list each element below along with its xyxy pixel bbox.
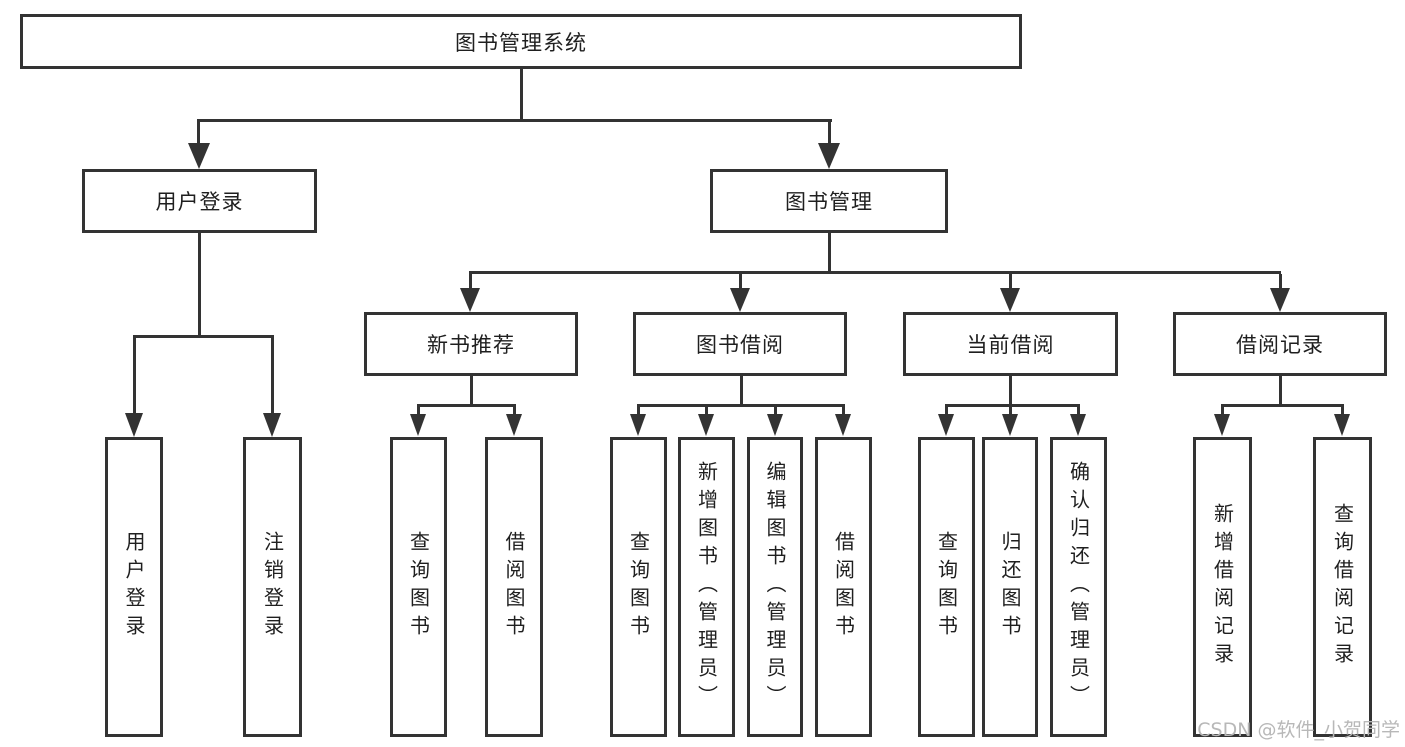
connector-line (828, 122, 831, 146)
node-root-label: 图书管理系统 (455, 30, 587, 55)
leaf-label: 查询图书 (626, 531, 651, 643)
arrow-down-icon (1270, 288, 1290, 312)
leaf-return-books: 归还图书 (982, 437, 1038, 737)
node-user-login: 用户登录 (82, 169, 317, 233)
connector-line (1221, 407, 1224, 416)
leaf-label: 查询借阅记录 (1330, 503, 1355, 671)
arrow-down-icon (460, 288, 480, 312)
arrow-down-icon (1070, 414, 1086, 436)
leaf-label: 注销登录 (260, 531, 285, 643)
leaf-label: 借阅图书 (831, 531, 856, 643)
leaf-label: 确认归还（管理员） (1066, 461, 1091, 713)
connector-line (197, 119, 832, 122)
arrow-down-icon (698, 414, 714, 436)
node-user-login-label: 用户登录 (155, 190, 244, 214)
connector-line (637, 404, 845, 407)
leaf-query-borrow-record: 查询借阅记录 (1313, 437, 1372, 737)
watermark: CSDN @软件_小贺同学 (1197, 719, 1400, 741)
leaf-label: 查询图书 (934, 531, 959, 643)
arrow-down-icon (1000, 288, 1020, 312)
arrow-down-icon (506, 414, 522, 436)
arrow-down-icon (410, 414, 426, 436)
connector-line (417, 407, 420, 416)
leaf-logout: 注销登录 (243, 437, 302, 737)
connector-line (828, 233, 831, 271)
connector-line (1077, 407, 1080, 416)
connector-line (739, 274, 742, 289)
connector-line (945, 404, 1080, 407)
node-new-book-recommendation-label: 新书推荐 (427, 333, 515, 357)
arrow-down-icon (1334, 414, 1350, 436)
leaf-borrow-books-recommend: 借阅图书 (485, 437, 543, 737)
connector-line (469, 274, 472, 289)
leaf-label: 新增图书（管理员） (694, 461, 719, 713)
leaf-label: 新增借阅记录 (1210, 503, 1235, 671)
connector-line (1221, 404, 1344, 407)
connector-line (271, 338, 274, 413)
connector-line (470, 376, 473, 407)
node-book-management-label: 图书管理 (785, 190, 873, 214)
node-current-borrowing: 当前借阅 (903, 312, 1118, 376)
leaf-label: 借阅图书 (502, 531, 526, 643)
leaf-label: 查询图书 (406, 531, 431, 643)
connector-line (198, 233, 201, 338)
arrow-down-icon (767, 414, 783, 436)
connector-line (469, 271, 1281, 274)
connector-line (1279, 376, 1282, 407)
connector-line (945, 407, 948, 416)
connector-line (1009, 376, 1012, 407)
node-book-borrowing-label: 图书借阅 (696, 333, 784, 357)
connector-line (1009, 274, 1012, 289)
leaf-confirm-return-admin: 确认归还（管理员） (1050, 437, 1107, 737)
arrow-down-icon (263, 413, 281, 437)
node-new-book-recommendation: 新书推荐 (364, 312, 578, 376)
leaf-user-login: 用户登录 (105, 437, 163, 737)
connector-line (1009, 407, 1012, 416)
arrow-down-icon (818, 143, 840, 169)
connector-line (417, 404, 516, 407)
leaf-edit-book-admin: 编辑图书（管理员） (747, 437, 803, 737)
connector-line (842, 407, 845, 416)
connector-line (1341, 407, 1344, 416)
leaf-add-borrow-record: 新增借阅记录 (1193, 437, 1252, 737)
arrow-down-icon (730, 288, 750, 312)
node-borrowing-records-label: 借阅记录 (1236, 333, 1324, 357)
connector-line (705, 407, 708, 416)
leaf-label: 编辑图书（管理员） (763, 461, 787, 713)
leaf-label: 用户登录 (122, 531, 146, 643)
arrow-down-icon (188, 143, 210, 169)
arrow-down-icon (125, 413, 143, 437)
arrow-down-icon (1214, 414, 1230, 436)
arrow-down-icon (938, 414, 954, 436)
node-current-borrowing-label: 当前借阅 (966, 333, 1055, 357)
connector-line (513, 407, 516, 416)
connector-line (1279, 274, 1282, 289)
leaf-query-books-recommend: 查询图书 (390, 437, 447, 737)
arrow-down-icon (1002, 414, 1018, 436)
node-book-management: 图书管理 (710, 169, 948, 233)
arrow-down-icon (835, 414, 851, 436)
connector-line (520, 69, 523, 122)
connector-line (637, 407, 640, 416)
connector-line (774, 407, 777, 416)
leaf-borrow-books-borrowing: 借阅图书 (815, 437, 872, 737)
connector-line (740, 376, 743, 407)
node-book-borrowing: 图书借阅 (633, 312, 847, 376)
leaf-add-book-admin: 新增图书（管理员） (678, 437, 735, 737)
leaf-query-books-current: 查询图书 (918, 437, 975, 737)
leaf-label: 归还图书 (998, 531, 1022, 643)
connector-line (197, 122, 200, 146)
connector-line (133, 338, 136, 413)
connector-line (133, 335, 274, 338)
node-root: 图书管理系统 (20, 14, 1022, 69)
leaf-query-books-borrowing: 查询图书 (610, 437, 667, 737)
arrow-down-icon (630, 414, 646, 436)
node-borrowing-records: 借阅记录 (1173, 312, 1387, 376)
